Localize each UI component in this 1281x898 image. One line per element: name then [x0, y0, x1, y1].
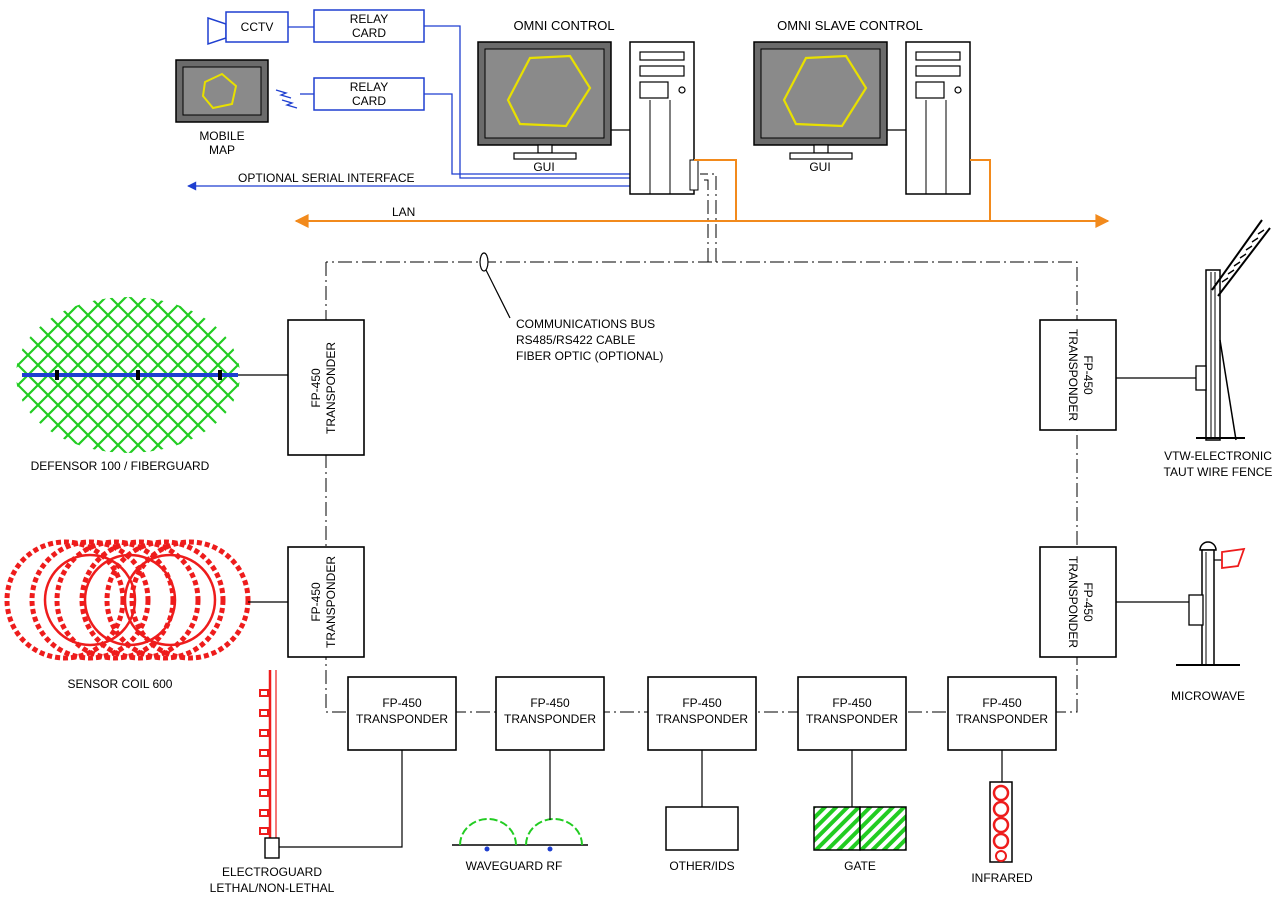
gui-1-label: GUI [533, 160, 554, 174]
transponder-bottom-3 [647, 676, 757, 751]
omni-control-label: OMNI CONTROL [513, 18, 614, 33]
defensor-label: DEFENSOR 100 / FIBERGUARD [31, 459, 210, 473]
omni-control-tower-icon [629, 41, 699, 195]
omni-slave-tower-icon [905, 41, 971, 195]
infrared-label: INFRARED [971, 871, 1033, 885]
transponder-bottom-3-model: FP-450 [682, 696, 722, 710]
transponder-left-2 [287, 546, 365, 658]
omni-slave-control-label: OMNI SLAVE CONTROL [777, 18, 923, 33]
mobile-map-icon [175, 59, 269, 123]
electroguard-post-icon [259, 670, 280, 859]
transponder-right-2 [1039, 546, 1117, 658]
relay-card-2-line1: RELAY [350, 80, 388, 94]
other-ids-label: OTHER/IDS [669, 859, 734, 873]
bus-control-link-a [700, 179, 709, 262]
vtw-label-line2: TAUT WIRE FENCE [1164, 465, 1273, 479]
transponder-left-1-type: TRANSPONDER [324, 342, 338, 434]
transponder-left-2-type: TRANSPONDER [324, 556, 338, 648]
transponder-bottom-2-model: FP-450 [530, 696, 570, 710]
slave-lan-drop [970, 159, 991, 221]
transponder-bottom-3-type: TRANSPONDER [656, 712, 748, 726]
transponder-bottom-5-type: TRANSPONDER [956, 712, 1048, 726]
gate-label: GATE [844, 859, 876, 873]
cctv-label: CCTV [241, 20, 274, 34]
electroguard-label-line1: ELECTROGUARD [222, 865, 322, 879]
transponder-left-1-model: FP-450 [309, 368, 323, 408]
transponder-bottom-4-type: TRANSPONDER [806, 712, 898, 726]
waveguard-rf-icon [452, 818, 588, 852]
other-ids-box [665, 806, 739, 851]
transponder-left-1-label: FP-450 TRANSPONDER [309, 342, 338, 434]
transponder-bottom-2-type: TRANSPONDER [504, 712, 596, 726]
bus-control-link-b [700, 173, 717, 262]
transponder-right-1-model: FP-450 [1081, 355, 1095, 395]
transponder-left-2-model: FP-450 [309, 582, 323, 622]
transponder-bottom-1-model: FP-450 [382, 696, 422, 710]
relay2-control-wire [424, 93, 630, 175]
infrared-sensor-icon [989, 781, 1013, 863]
mobile-map-line2: MAP [209, 143, 235, 157]
sensor-coil-icon [4, 539, 251, 661]
transponder-right-2-label: FP-450 TRANSPONDER [1066, 556, 1095, 648]
waveguard-label: WAVEGUARD RF [466, 859, 563, 873]
transponder-bottom-4-model: FP-450 [832, 696, 872, 710]
bus-note-line2: RS485/RS422 CABLE [516, 333, 635, 347]
bus-note-line1: COMMUNICATIONS BUS [516, 317, 655, 331]
serial-interface-label: OPTIONAL SERIAL INTERFACE [238, 171, 414, 185]
omni-slave-monitor-icon [753, 41, 888, 160]
vtw-label-line1: VTW-ELECTRONIC [1164, 449, 1272, 463]
mobile-map-line1: MOBILE [199, 129, 244, 143]
lan-label: LAN [392, 205, 415, 219]
gate-icon [813, 806, 907, 851]
relay-card-1 [313, 9, 425, 43]
transponder-right-2-type: TRANSPONDER [1066, 556, 1080, 648]
bus-cable-marker [479, 252, 489, 272]
gui-2-label: GUI [809, 160, 830, 174]
electroguard-label-line2: LETHAL/NON-LETHAL [210, 881, 335, 895]
electroguard-transponder-link [279, 750, 403, 848]
transponder-right-1-label: FP-450 TRANSPONDER [1066, 329, 1095, 421]
microwave-sensor-icon [1176, 541, 1246, 666]
relay-card-2-line2: CARD [352, 94, 386, 108]
microwave-label: MICROWAVE [1171, 689, 1245, 703]
transponder-bottom-1 [347, 676, 457, 751]
fence-mesh-icon [16, 297, 240, 453]
transponder-left-2-label: FP-450 TRANSPONDER [309, 556, 338, 648]
omni-control-monitor-icon [477, 41, 612, 160]
bus-note-leader [485, 269, 511, 319]
transponder-right-2-model: FP-450 [1081, 582, 1095, 622]
relay1-control-wire [424, 25, 630, 179]
communications-bus-loop [325, 261, 1078, 713]
transponder-right-1-type: TRANSPONDER [1066, 329, 1080, 421]
cctv-box [225, 11, 289, 43]
transponder-right-1 [1039, 319, 1117, 431]
sensor-coil-label: SENSOR COIL 600 [68, 677, 173, 691]
transponder-bottom-1-type: TRANSPONDER [356, 712, 448, 726]
relay-card-1-line1: RELAY [350, 12, 388, 26]
cctv-camera-icon [207, 16, 227, 46]
transponder-left-1 [287, 319, 365, 456]
transponder-bottom-5-model: FP-450 [982, 696, 1022, 710]
omni-lan-drop [694, 159, 737, 221]
relay-card-1-line2: CARD [352, 26, 386, 40]
wireless-signal-icon [275, 89, 298, 109]
taut-wire-fence-icon [1195, 219, 1271, 441]
bus-note-line3: FIBER OPTIC (OPTIONAL) [516, 349, 663, 363]
